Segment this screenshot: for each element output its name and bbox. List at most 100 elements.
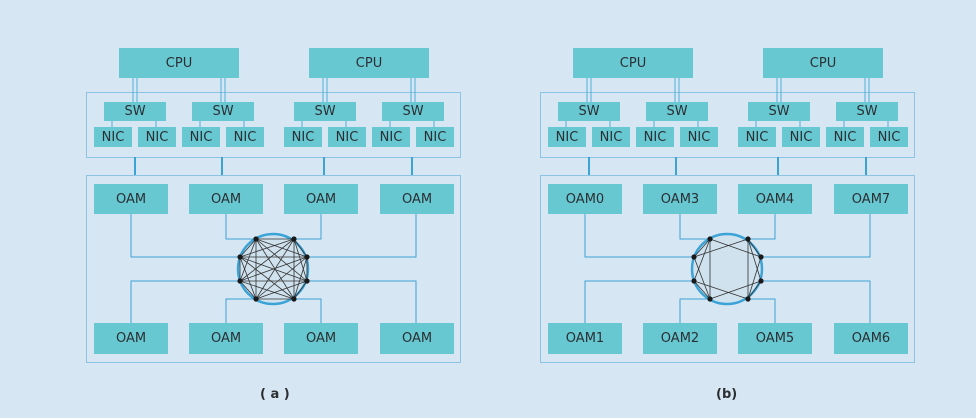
mesh-edge	[693, 238, 749, 258]
nic-box: NIC	[548, 127, 586, 147]
oam-node-link	[225, 298, 256, 323]
oam-box: OAM	[94, 323, 168, 354]
mesh-edge	[747, 256, 762, 300]
mesh-node	[237, 278, 243, 284]
switch-box: SW	[748, 102, 810, 121]
mesh-edge	[293, 238, 308, 282]
nic-box: NIC	[738, 127, 776, 147]
oam-tray	[86, 175, 461, 363]
nic-box: NIC	[636, 127, 674, 147]
oam-box: OAM5	[738, 323, 812, 354]
cpu-box: CPU	[573, 48, 693, 78]
mesh-edge	[747, 238, 762, 258]
mesh-node	[291, 236, 297, 242]
oam-node-link	[679, 298, 710, 323]
oam-node-link	[225, 214, 256, 240]
mesh-edge	[239, 238, 295, 258]
oam-node-link	[294, 298, 322, 323]
oam-node-link	[679, 214, 710, 240]
oam-box: OAM6	[834, 323, 908, 354]
oam-box: OAM3	[643, 184, 717, 214]
switch-box: SW	[294, 102, 356, 121]
oam-box: OAM	[284, 184, 358, 214]
mesh-edge	[255, 256, 308, 300]
mesh-node	[758, 278, 764, 284]
mesh-edge	[255, 280, 308, 300]
nic-box: NIC	[182, 127, 220, 147]
switch-tray	[86, 92, 461, 158]
oam-node-link	[307, 214, 417, 258]
mesh-edge	[239, 280, 295, 300]
mesh-node	[237, 254, 243, 260]
oam-box: OAM	[189, 184, 263, 214]
mesh-node	[707, 296, 713, 302]
nic-box: NIC	[592, 127, 630, 147]
nic-box: NIC	[372, 127, 410, 147]
cpu-box: CPU	[309, 48, 429, 78]
oam-box: OAM2	[643, 323, 717, 354]
switch-box: SW	[646, 102, 708, 121]
mesh-edge	[709, 238, 762, 258]
oam-box: OAM0	[548, 184, 622, 214]
mesh-edge	[747, 238, 762, 282]
mesh-node	[304, 254, 310, 260]
nic-box: NIC	[870, 127, 908, 147]
oam-node-link	[130, 280, 240, 323]
oam-box: OAM	[94, 184, 168, 214]
cpu-box: CPU	[119, 48, 239, 78]
mesh-edge	[293, 280, 308, 300]
oam-box: OAM	[189, 323, 263, 354]
mesh-edge	[239, 238, 295, 282]
mesh-edge	[239, 256, 295, 300]
mesh-edge	[239, 256, 257, 300]
mesh-edge	[693, 280, 749, 300]
mesh-edge	[239, 238, 257, 258]
nic-box: NIC	[328, 127, 366, 147]
mesh-edge	[239, 256, 308, 282]
cpu-box: CPU	[763, 48, 883, 78]
mesh-edge	[693, 238, 711, 258]
panel-caption: ( a )	[260, 387, 290, 402]
mesh-edge	[293, 256, 308, 300]
switch-box: SW	[836, 102, 898, 121]
mesh-node	[253, 236, 259, 242]
oam-box: OAM4	[738, 184, 812, 214]
oam-node-link	[761, 214, 871, 258]
oam-tray	[540, 175, 915, 363]
oam-box: OAM	[380, 323, 454, 354]
mesh-node	[745, 296, 751, 302]
mesh-edge	[255, 238, 308, 282]
mesh-edge	[693, 256, 711, 300]
mesh-edge	[693, 238, 711, 282]
oam-node-link	[748, 214, 776, 240]
switch-box: SW	[382, 102, 444, 121]
panel-caption: (b)	[716, 387, 738, 402]
mesh-edge	[747, 280, 762, 300]
oam-node-link	[761, 280, 871, 323]
switch-box: SW	[104, 102, 166, 121]
mesh-node	[758, 254, 764, 260]
mesh-edge	[239, 280, 257, 300]
nic-box: NIC	[138, 127, 176, 147]
mesh-node	[691, 278, 697, 284]
mesh-edge	[709, 280, 762, 300]
nic-box: NIC	[94, 127, 132, 147]
mesh-edge	[293, 238, 308, 258]
oam-box: OAM	[380, 184, 454, 214]
nic-box: NIC	[284, 127, 322, 147]
oam-box: OAM	[284, 323, 358, 354]
switch-box: SW	[192, 102, 254, 121]
mesh-node	[691, 254, 697, 260]
nic-box: NIC	[226, 127, 264, 147]
mesh-node	[745, 236, 751, 242]
oam-node-link	[748, 298, 776, 323]
mesh-node	[304, 278, 310, 284]
oam-box: OAM7	[834, 184, 908, 214]
oam-node-link	[584, 214, 694, 258]
switch-box: SW	[558, 102, 620, 121]
mesh-node	[291, 296, 297, 302]
oam-node-link	[584, 280, 694, 323]
oam-box: OAM1	[548, 323, 622, 354]
